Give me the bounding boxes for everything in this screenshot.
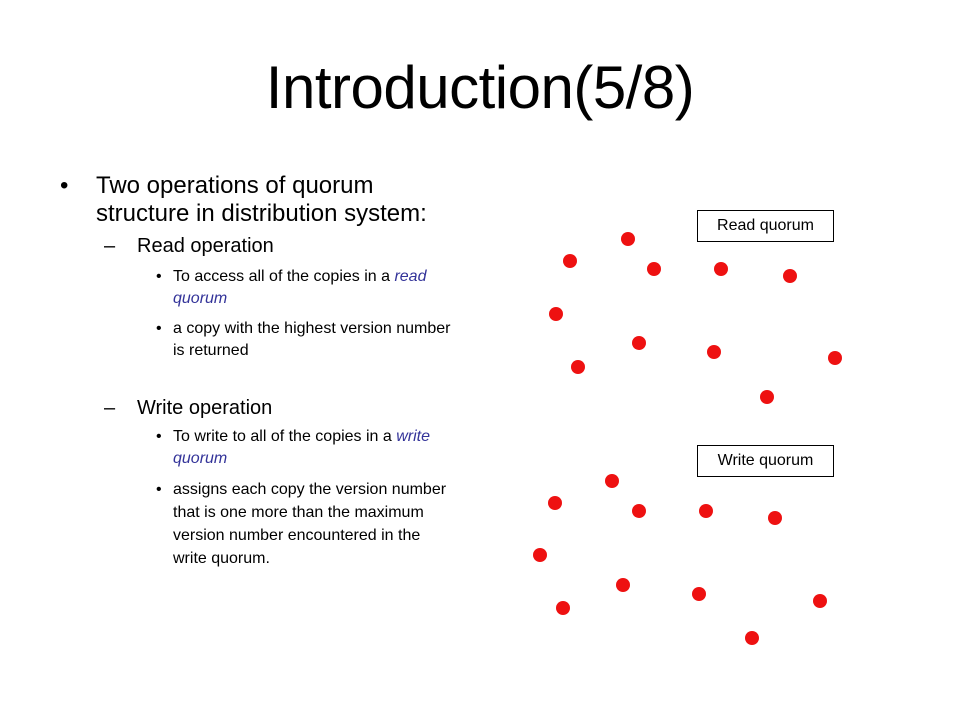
replica-dot <box>605 474 619 488</box>
read-quorum-label: Read quorum <box>697 210 834 242</box>
read-item-1: • To access all of the copies in a read … <box>60 266 453 310</box>
dash-marker: – <box>104 397 116 419</box>
replica-dot <box>707 345 721 359</box>
replica-dot <box>533 548 547 562</box>
read-operation-text: Read operation <box>137 235 274 257</box>
replica-dot <box>621 232 635 246</box>
write-operation-text: Write operation <box>137 397 273 419</box>
bullet-dot: • <box>156 428 162 445</box>
replica-dot <box>571 360 585 374</box>
replica-dot <box>813 594 827 608</box>
replica-dot <box>616 578 630 592</box>
bullet-dot: • <box>156 268 162 285</box>
replica-dot <box>548 496 562 510</box>
replica-dot <box>699 504 713 518</box>
read-operation-heading: – Read operation <box>60 234 480 258</box>
write-quorum-highlight: write quorum <box>173 428 431 467</box>
replica-dot <box>745 631 759 645</box>
dash-marker: – <box>104 235 116 257</box>
bullet-dot: • <box>156 320 162 337</box>
replica-dot <box>714 262 728 276</box>
write-item-2-text: assigns each copy the version number tha… <box>173 481 447 567</box>
read-item-1-text: To access all of the copies in a <box>173 268 395 285</box>
replica-dot <box>828 351 842 365</box>
replica-dot <box>768 511 782 525</box>
write-item-2: • assigns each copy the version number t… <box>60 478 453 570</box>
read-item-2: • a copy with the highest version number… <box>60 318 453 362</box>
replica-dot <box>632 504 646 518</box>
slide-body: • Two operations of quorum structure in … <box>60 172 480 570</box>
replica-dot <box>549 307 563 321</box>
write-item-1: • To write to all of the copies in a wri… <box>60 426 453 470</box>
replica-dot <box>783 269 797 283</box>
main-bullet: • Two operations of quorum structure in … <box>60 172 468 228</box>
bullet-dot: • <box>156 481 162 498</box>
read-quorum-highlight: read quorum <box>173 268 427 307</box>
replica-dot <box>632 336 646 350</box>
replica-dot <box>692 587 706 601</box>
main-bullet-text: Two operations of quorum structure in di… <box>96 172 427 227</box>
write-quorum-label: Write quorum <box>697 445 834 477</box>
bullet-dot: • <box>60 172 69 199</box>
write-item-1-text: To write to all of the copies in a <box>173 428 397 445</box>
replica-dot <box>760 390 774 404</box>
slide-title: Introduction(5/8) <box>265 54 695 121</box>
write-operation-heading: – Write operation <box>60 396 480 420</box>
replica-dot <box>556 601 570 615</box>
read-item-2-text: a copy with the highest version number i… <box>173 320 451 359</box>
replica-dot <box>563 254 577 268</box>
replica-dot <box>647 262 661 276</box>
